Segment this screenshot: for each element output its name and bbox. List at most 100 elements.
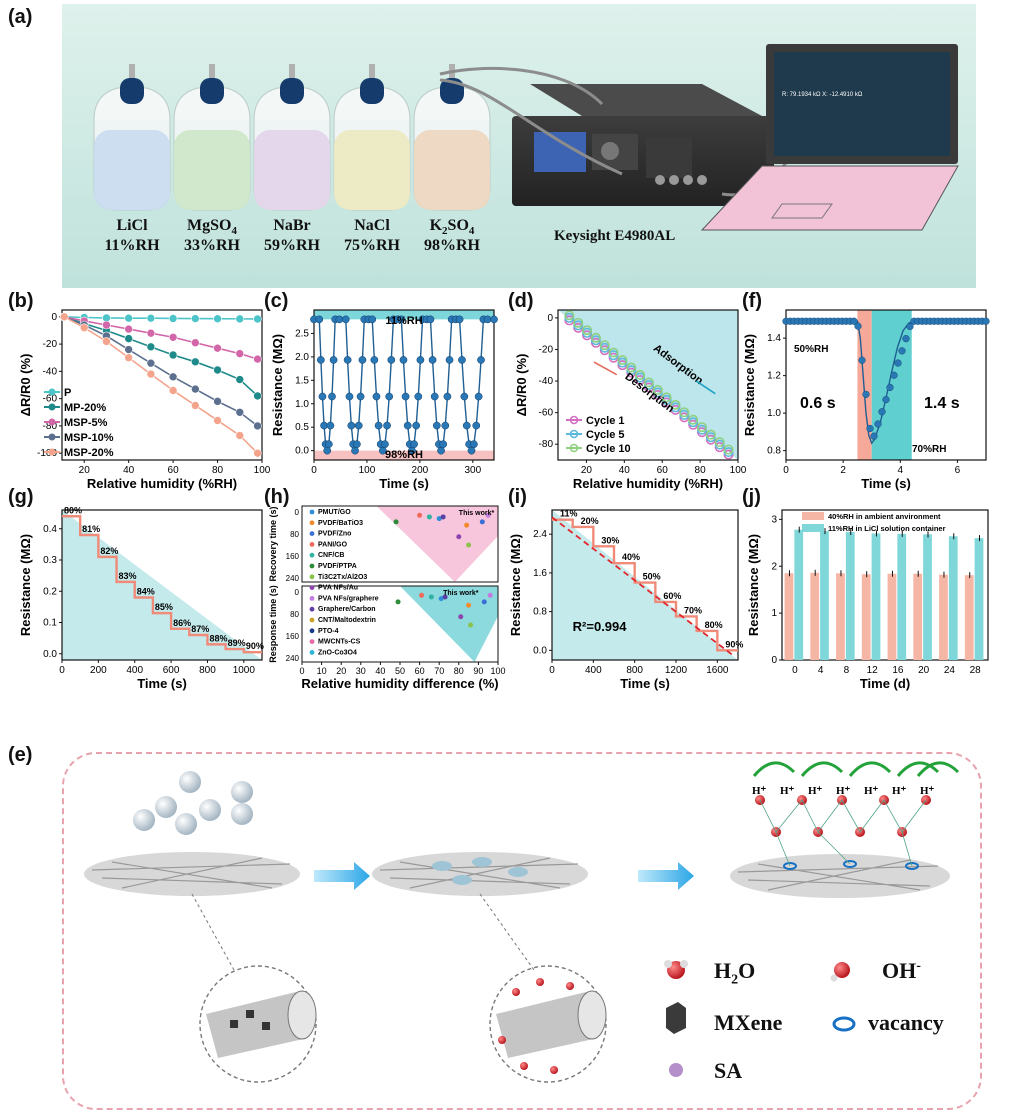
legend-marker <box>309 617 315 623</box>
y-tick-label: 80 <box>290 530 299 539</box>
x-tick-label: 400 <box>585 665 602 676</box>
legend-marker <box>48 448 56 456</box>
band-high-humidity <box>314 450 494 460</box>
y-tick-label: 240 <box>286 654 300 663</box>
step-label: 90% <box>725 639 743 649</box>
data-point <box>329 356 338 364</box>
data-point <box>124 334 133 343</box>
plot-frame <box>557 309 739 461</box>
oh-icon <box>834 962 850 978</box>
hydroxyl-chain <box>755 795 931 867</box>
data-point <box>490 315 498 324</box>
x-tick-label: 100 <box>359 465 376 476</box>
svg-text:H⁺: H⁺ <box>808 785 823 797</box>
data-point <box>894 359 902 367</box>
y-tick-label: 0.0 <box>43 649 57 660</box>
x-axis-label: Time (s) <box>861 476 911 491</box>
y-tick-label: 1 <box>771 608 777 619</box>
bar <box>871 533 881 660</box>
bar <box>861 574 871 660</box>
fiber-rod-2 <box>496 978 607 1074</box>
legend-marker <box>48 433 56 441</box>
y-axis-label: Resistance (MΩ) <box>508 534 523 636</box>
legend-label: MSP-20% <box>64 447 114 459</box>
data-point <box>485 512 491 518</box>
data-point <box>213 343 222 353</box>
legend-label: Cycle 10 <box>586 443 631 455</box>
data-point <box>445 356 454 364</box>
instrument-label: Keysight E4980AL <box>554 228 675 244</box>
data-point <box>318 392 327 401</box>
y-tick-label: 1.6 <box>533 568 547 579</box>
y-tick-label: -60 <box>43 394 58 405</box>
x-tick-label: 80 <box>212 465 224 476</box>
y-tick-label: 0.8 <box>533 607 547 618</box>
linear-fit <box>551 516 734 656</box>
data-point <box>168 372 178 382</box>
legend-label: PVDF/Zno <box>318 531 351 538</box>
series-line-MSP-10% <box>63 316 259 427</box>
y-tick-label: 0 <box>295 588 300 597</box>
x-tick-label: 600 <box>163 665 180 676</box>
data-point <box>890 371 898 379</box>
x-tick-label: 4 <box>898 465 904 476</box>
data-point <box>464 522 470 528</box>
data-point <box>191 338 200 348</box>
x-tick-label: 0 <box>549 665 555 676</box>
legend-label: Cycle 5 <box>586 429 625 441</box>
y-tick-label: -80 <box>539 439 554 450</box>
arrow-adsorption <box>695 380 716 395</box>
data-point <box>582 325 593 336</box>
legend-label: 40%RH in ambient anvironment <box>828 512 941 521</box>
x-axis-label: Relative humidity difference (%) <box>301 676 498 691</box>
series-line-MP-20% <box>63 316 259 397</box>
bottle-pipe <box>289 64 295 90</box>
legend-marker <box>309 606 315 612</box>
data-point <box>253 391 262 401</box>
y-tick-label: 0.3 <box>43 555 57 566</box>
bottle-salt-label: NaBr <box>273 217 310 234</box>
bottle-row: LiCl11%RHMgSO433%RHNaBr59%RHNaCl75%RHK2S… <box>93 44 959 254</box>
y-tick-label: 1.0 <box>295 399 309 410</box>
y-tick-label: 0.5 <box>295 422 309 433</box>
x-tick-label: 300 <box>464 465 481 476</box>
bar <box>948 536 958 660</box>
vacancy-icon <box>832 1016 856 1032</box>
legend-marker <box>309 574 315 580</box>
data-point <box>858 356 866 364</box>
y-tick-label: -100 <box>37 448 57 459</box>
sa-icon <box>669 1063 683 1077</box>
bottle-rh-label: 11%RH <box>104 237 160 254</box>
data-point <box>439 440 448 449</box>
series-line-MSP-20% <box>63 316 259 454</box>
y-tick-label: 0 <box>547 313 553 324</box>
data-point <box>124 324 133 334</box>
legend-label: ZnO-Co3O4 <box>318 649 357 656</box>
data-point <box>343 356 352 364</box>
data-point <box>387 356 396 364</box>
x-tick-label: 60 <box>657 465 669 476</box>
data-point <box>124 345 133 354</box>
x-tick-label: 20 <box>918 665 930 676</box>
x-tick-label: 2 <box>840 465 846 476</box>
y-axis-label: Resistance (MΩ) <box>270 334 285 436</box>
data-point <box>146 342 156 352</box>
x-tick-label: 40 <box>375 666 385 676</box>
data-point <box>317 356 325 364</box>
legend-label: Graphere/Carbon <box>318 606 376 613</box>
data-point <box>345 392 354 401</box>
y-tick-label: 1.2 <box>767 371 781 382</box>
data-point <box>474 392 483 401</box>
data-point <box>426 514 432 520</box>
y-tick-label: 0 <box>51 312 57 323</box>
data-point <box>670 399 681 410</box>
bar <box>913 573 923 660</box>
data-point <box>315 315 324 324</box>
y-tick-label: 160 <box>286 552 300 561</box>
data-point <box>102 337 111 346</box>
legend-label: 11%RH in LiCl solution container <box>828 524 946 533</box>
data-point <box>460 392 469 401</box>
data-point <box>146 369 156 379</box>
